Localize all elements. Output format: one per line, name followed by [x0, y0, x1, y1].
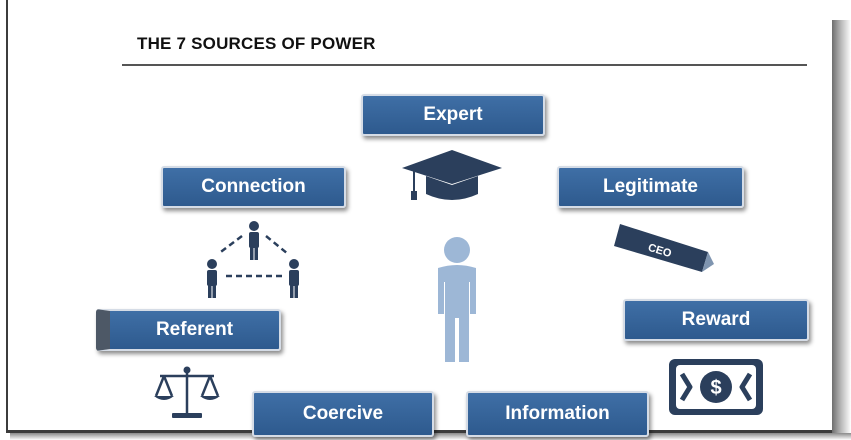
information-label: Information	[505, 403, 610, 424]
reward-label: Reward	[681, 309, 751, 330]
title-divider	[122, 64, 807, 66]
referent-box: Referent	[96, 309, 281, 351]
frame-border-left	[6, 0, 8, 432]
scales-icon	[154, 366, 220, 418]
expert-label: Expert	[423, 104, 483, 125]
connection-box: Connection	[161, 166, 346, 208]
connection-label: Connection	[201, 176, 306, 197]
expert-box: Expert	[361, 94, 545, 136]
legitimate-box: Legitimate	[557, 166, 744, 208]
coercive-label: Coercive	[302, 403, 384, 424]
referent-label: Referent	[155, 319, 234, 340]
coercive-box: Coercive	[252, 391, 434, 437]
information-box: Information	[466, 391, 649, 437]
frame-shadow-right	[832, 20, 851, 440]
ceo-nameplate-icon: CEO	[614, 224, 714, 272]
person-icon	[438, 237, 476, 362]
people-network-icon	[207, 221, 299, 298]
slide-title: THE 7 SOURCES OF POWER	[137, 34, 376, 53]
graduation-cap-icon	[402, 150, 502, 200]
money-bill-icon: $	[669, 359, 763, 415]
dollar-sign: $	[710, 377, 721, 399]
legitimate-label: Legitimate	[602, 176, 699, 197]
reward-box: Reward	[623, 299, 809, 341]
